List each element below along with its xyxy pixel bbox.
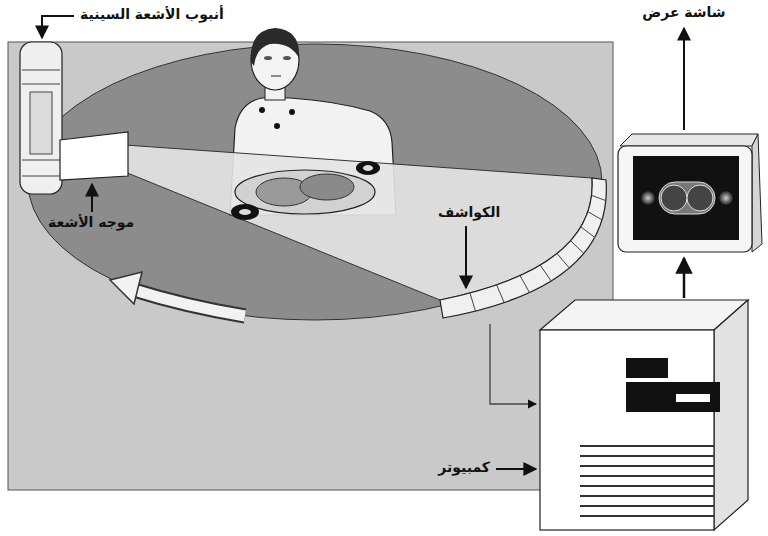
detector-array bbox=[440, 178, 606, 318]
callout-label: موجه الأشعة bbox=[48, 214, 134, 231]
drive-slot bbox=[626, 358, 668, 378]
patient-hair bbox=[251, 28, 299, 66]
tube-rings bbox=[22, 70, 60, 176]
rotation-arrow-outline bbox=[134, 290, 245, 316]
marker-dot bbox=[259, 107, 265, 113]
computer-top bbox=[540, 300, 748, 330]
rotation-arrow-head bbox=[110, 272, 142, 304]
callout-label: شاشة عرض bbox=[642, 4, 725, 21]
drive-bay bbox=[626, 382, 720, 412]
leader-line bbox=[42, 16, 74, 38]
vent-lines bbox=[580, 446, 714, 516]
marker-dot bbox=[289, 109, 295, 115]
monitor-frame bbox=[618, 146, 752, 252]
drive-slot-opening bbox=[676, 394, 710, 402]
rotation-arrow-body bbox=[134, 290, 245, 316]
lung-section bbox=[300, 174, 354, 200]
screen-lung bbox=[687, 185, 713, 211]
patient-eye bbox=[264, 56, 272, 60]
monitor-side bbox=[752, 134, 762, 252]
reference-disk-center bbox=[239, 209, 251, 215]
screen-slice bbox=[659, 182, 715, 214]
tube-housing bbox=[30, 92, 52, 154]
monitor-top bbox=[620, 134, 758, 146]
reference-disk-center bbox=[363, 165, 373, 171]
leader-line bbox=[91, 184, 93, 212]
signal-arrow bbox=[683, 258, 686, 298]
leader-line bbox=[683, 28, 685, 130]
reference-disk bbox=[356, 161, 380, 175]
callout-label: كمبيوتر bbox=[438, 459, 490, 476]
marker-dot bbox=[274, 123, 280, 129]
screen-marker bbox=[719, 191, 733, 205]
patient-mouth bbox=[271, 75, 281, 76]
reference-disk bbox=[231, 204, 259, 220]
patient-eye bbox=[283, 56, 291, 60]
background-panel bbox=[8, 42, 613, 490]
collimator bbox=[60, 132, 128, 180]
signal-arrow bbox=[490, 324, 536, 404]
screen-lung bbox=[661, 185, 687, 211]
monitor-screen bbox=[633, 156, 739, 240]
callout-label: الكواشف bbox=[438, 204, 500, 221]
callout-label: أنبوب الأشعة السينية bbox=[80, 6, 224, 23]
computer-box bbox=[540, 330, 714, 530]
screen-marker bbox=[641, 191, 655, 205]
leader-line bbox=[465, 226, 467, 288]
computer-side bbox=[714, 300, 748, 530]
leader-line bbox=[496, 468, 536, 470]
x-ray-tube bbox=[20, 42, 62, 194]
